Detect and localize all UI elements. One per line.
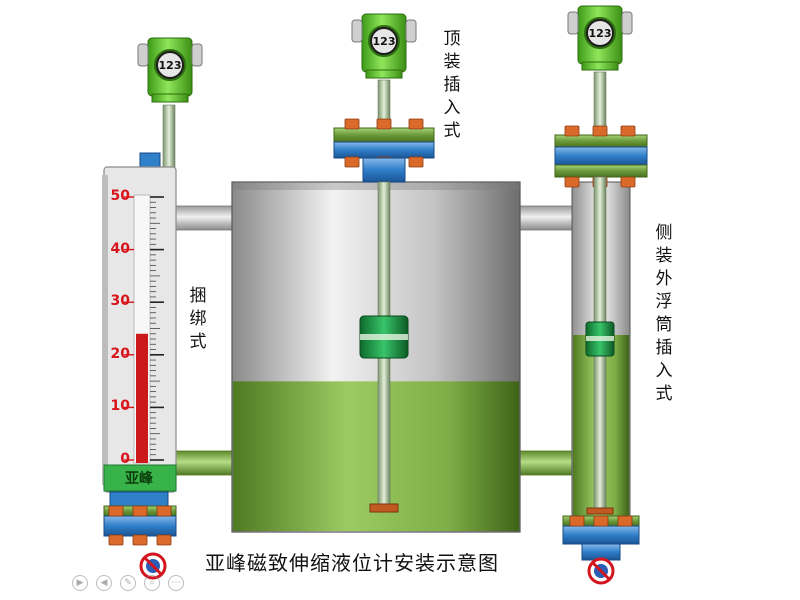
side-transmitter-display: 123 [588,27,612,40]
top-mount-label: 顶装插入式 [443,29,461,141]
slide-toolbar[interactable]: ▶ ◀ ✎ ⌕ ⋯ [72,575,184,591]
side-mount-label: 侧装外浮筒插入式 [655,223,673,404]
brand-plate: 亚峰 [125,471,153,487]
strap-transmitter-display: 123 [158,59,182,72]
strap-bottom-pipe [174,450,236,476]
scale-label: 10 [110,398,130,415]
diagram-caption: 亚峰磁致伸缩液位计安装示意图 [205,551,499,575]
scale-ticks [124,196,164,461]
scale-label: 0 [120,451,130,467]
play-icon[interactable]: ▶ [72,575,88,591]
pen-icon[interactable]: ✎ [120,575,136,591]
top-mount-sensor [333,13,435,513]
scale-label: 50 [110,188,130,204]
level-indicator-bar [136,333,148,463]
strap-top-pipe [174,205,236,231]
strap-mount-gauge [102,37,203,580]
strap-mount-label: 捆绑式 [189,286,207,352]
top-transmitter-display: 123 [372,35,396,48]
search-icon[interactable]: ⌕ [144,575,160,591]
scale-label: 20 [110,345,130,362]
more-icon[interactable]: ⋯ [168,575,184,591]
side-chamber [554,5,648,585]
top-connecting-pipe [518,205,580,231]
side-drain-no-entry-icon [587,557,615,585]
back-icon[interactable]: ◀ [96,575,112,591]
scale-label: 40 [110,240,130,257]
bottom-connecting-pipe [518,450,580,476]
scale-label: 30 [110,293,130,310]
